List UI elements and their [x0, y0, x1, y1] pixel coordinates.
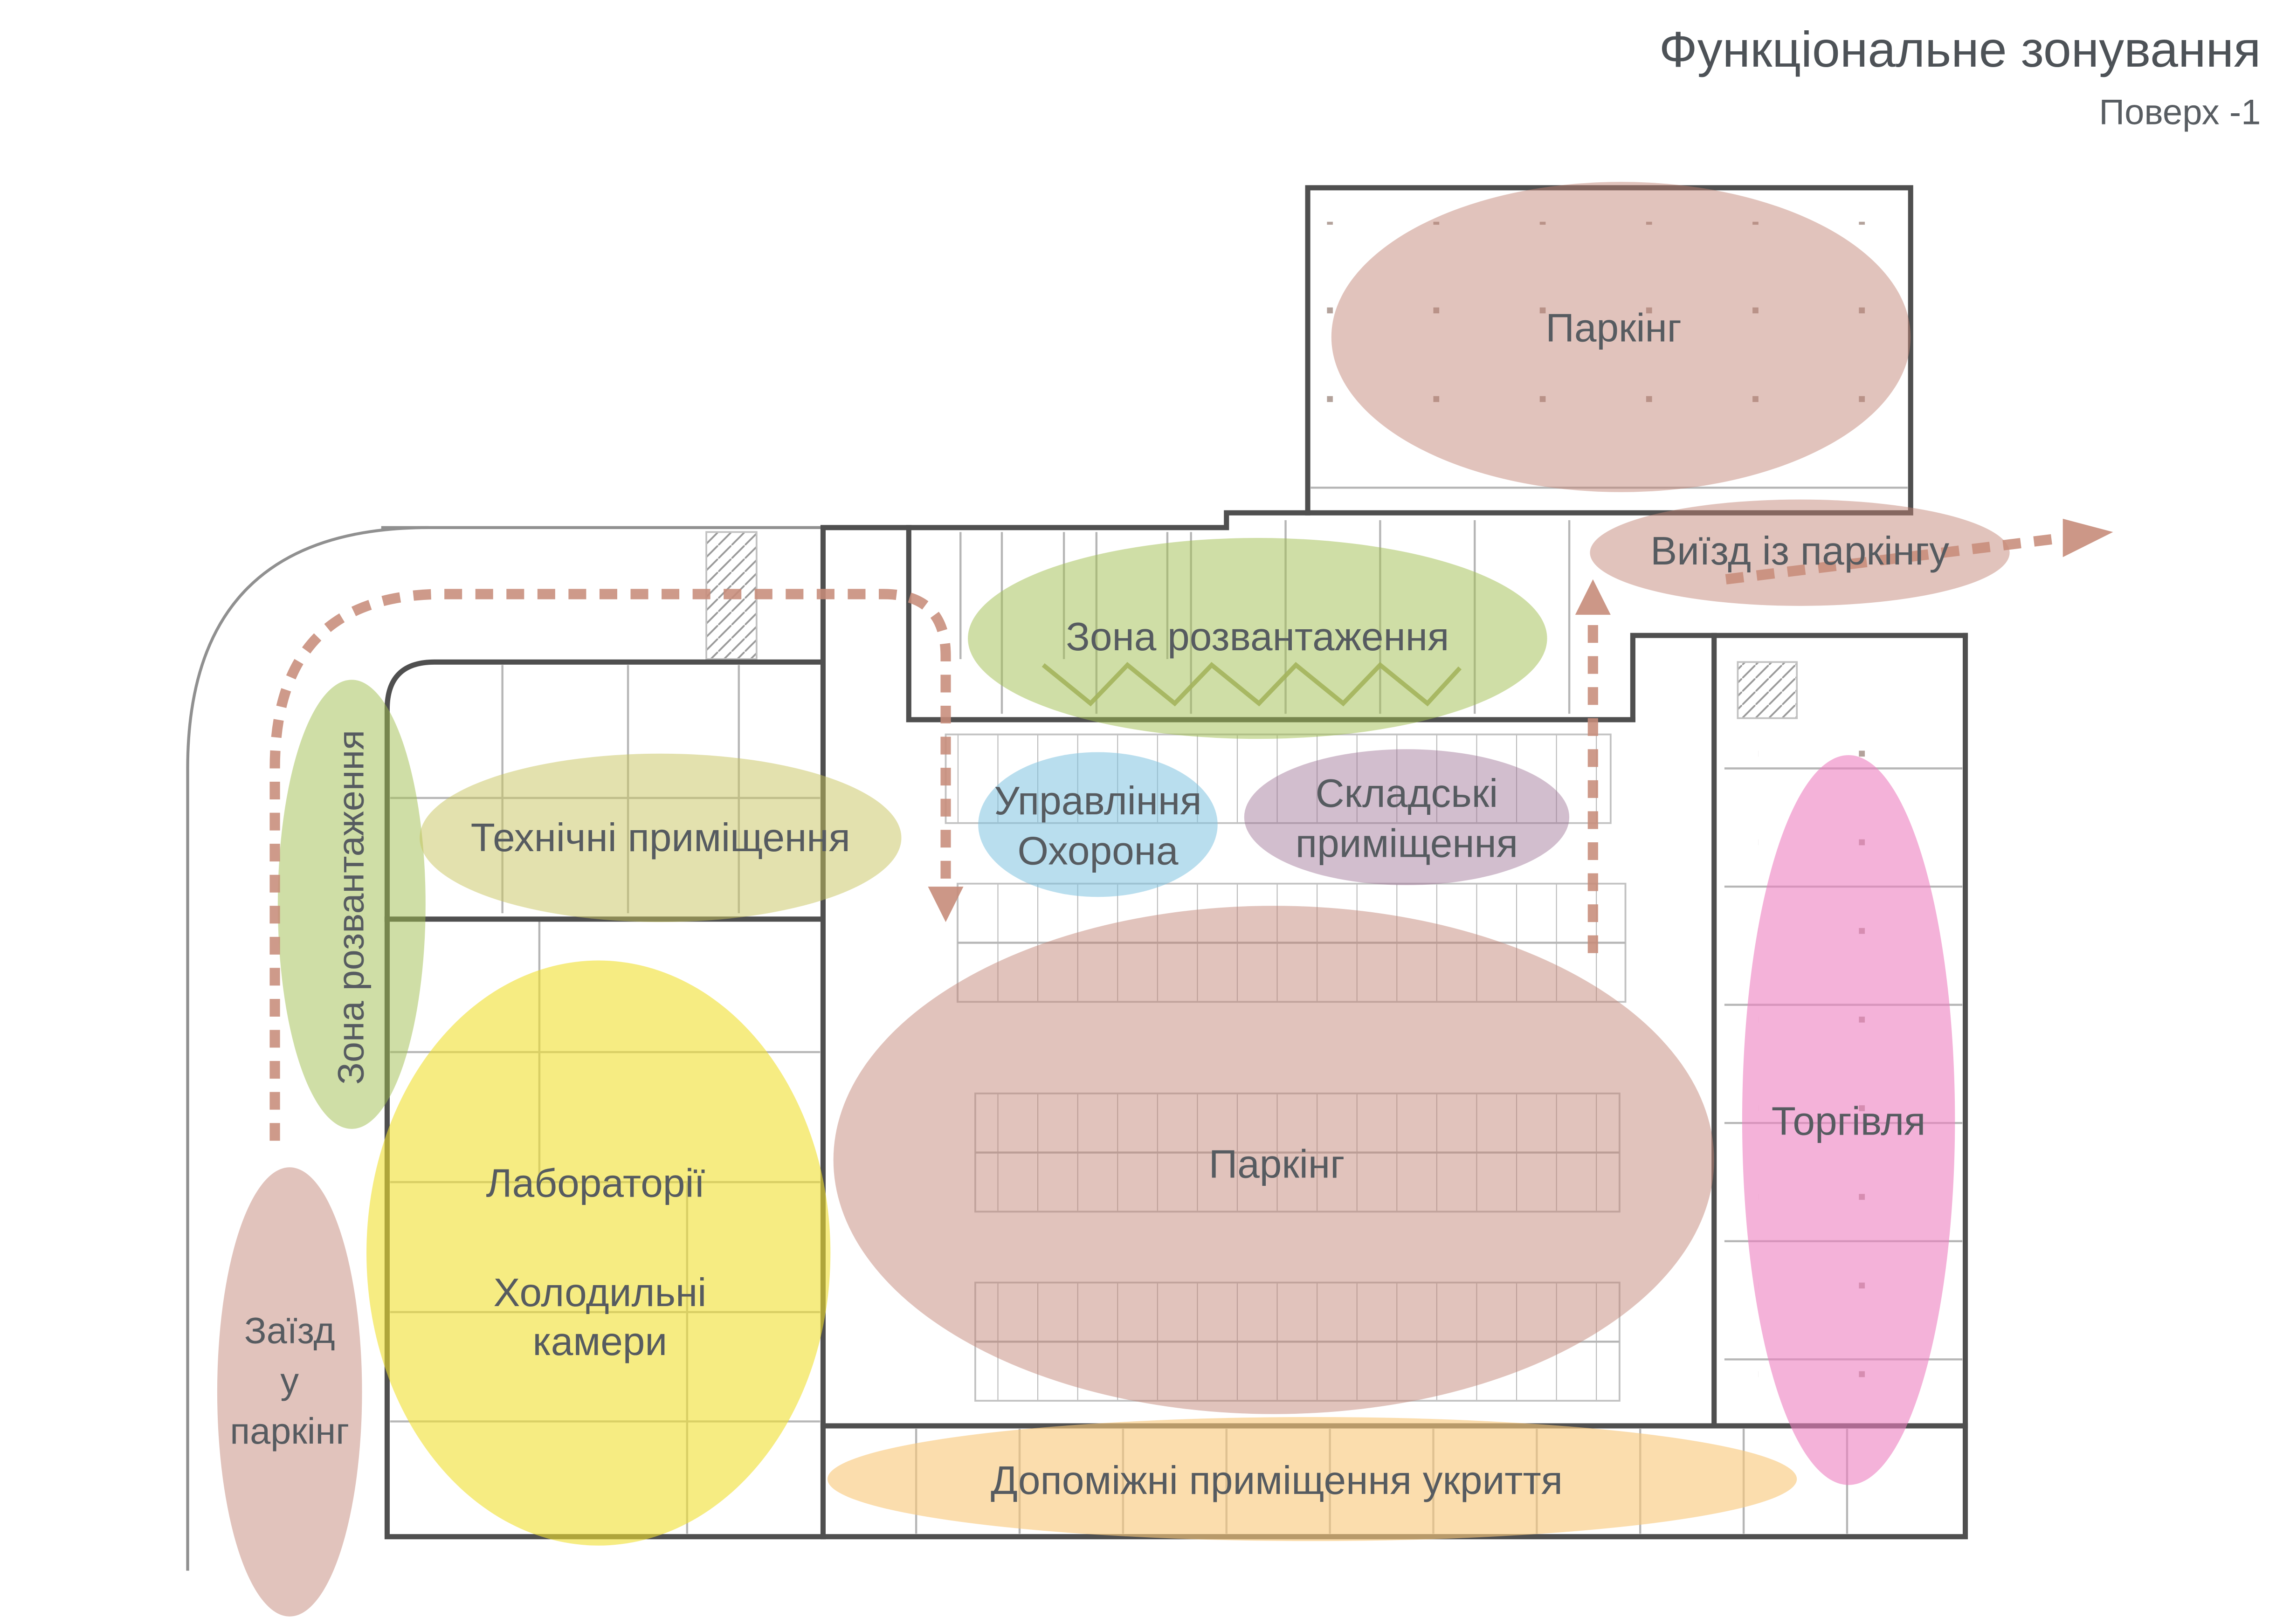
zone-trade-label: Торгівля — [1772, 1100, 1926, 1144]
zone-parking-main-label: Паркінг — [1209, 1142, 1345, 1186]
zone-security-fill — [978, 752, 1218, 897]
exit-route-dashed — [1725, 533, 2064, 585]
unloading-dock-zigzag — [1041, 662, 1462, 707]
zone-entry-label-line2: у — [280, 1360, 299, 1401]
page-subtitle: Поверх -1 — [2099, 93, 2261, 132]
zone-security-label-line1: Управління — [994, 779, 1201, 823]
column-grid-dots — [1327, 221, 1886, 481]
road-edge-curve — [186, 526, 429, 1571]
zone-warehouse-fill — [1244, 749, 1570, 885]
vehicle-routes — [269, 518, 2113, 1141]
zone-technical-label: Технічні приміщення — [471, 816, 850, 860]
zone-exit-label: Виїзд із паркінгу — [1650, 529, 1949, 573]
zone-labels: Паркінг Виїзд із паркінгу Зона розвантаж… — [230, 306, 1949, 1502]
zone-shelter-label: Допоміжні приміщення укриття — [991, 1459, 1563, 1503]
zone-warehouse-label-line1: Складські — [1316, 771, 1498, 816]
zone-technical-fill — [420, 753, 902, 922]
zone-unloading-top-label: Зона розвантаження — [1066, 615, 1449, 659]
shaft-hatch — [1737, 661, 1798, 719]
entry-arrow-icon — [928, 887, 964, 922]
header: Функціональне зонування Поверх -1 — [1659, 21, 2261, 132]
zone-laboratories-fill — [366, 960, 831, 1546]
wall-top — [820, 510, 1310, 665]
wall-rounded-corner — [384, 659, 826, 922]
zone-security-label-line2: Охорона — [1017, 829, 1178, 874]
zone-parking-main-fill — [833, 906, 1714, 1414]
entry-route-dashed — [269, 589, 951, 1141]
zone-laboratories-label-line2: Холодильні — [493, 1271, 706, 1315]
zone-entry-label-line3: паркінг — [230, 1410, 349, 1452]
zone-fills — [217, 182, 2010, 1617]
zone-warehouse-label-line2: приміщення — [1296, 822, 1518, 866]
zone-parking-top-fill — [1331, 182, 1911, 492]
zone-unloading-top-fill — [968, 538, 1547, 739]
zone-entry-label-line1: Заїзд — [244, 1309, 335, 1351]
zone-trade-fill — [1742, 755, 1955, 1485]
exit-ramp-arrow-icon — [1575, 579, 1611, 615]
zone-shelter-fill — [827, 1417, 1797, 1541]
zone-parking-top-label: Паркінг — [1545, 306, 1682, 350]
zone-entry-fill — [217, 1167, 362, 1617]
wall-top-parking-block — [1305, 185, 1913, 516]
zone-exit-fill — [1590, 499, 2010, 606]
zone-laboratories-label-line1: Лабораторії — [486, 1162, 705, 1206]
zone-laboratories-label-line3: камери — [532, 1320, 667, 1364]
zone-unloading-left-label: Зона розвантаження — [330, 730, 372, 1085]
page-title: Функціональне зонування — [1659, 21, 2261, 77]
zone-unloading-left-fill — [277, 680, 426, 1129]
wall-top-right — [1630, 633, 1968, 723]
exit-arrow-icon — [2062, 518, 2113, 557]
